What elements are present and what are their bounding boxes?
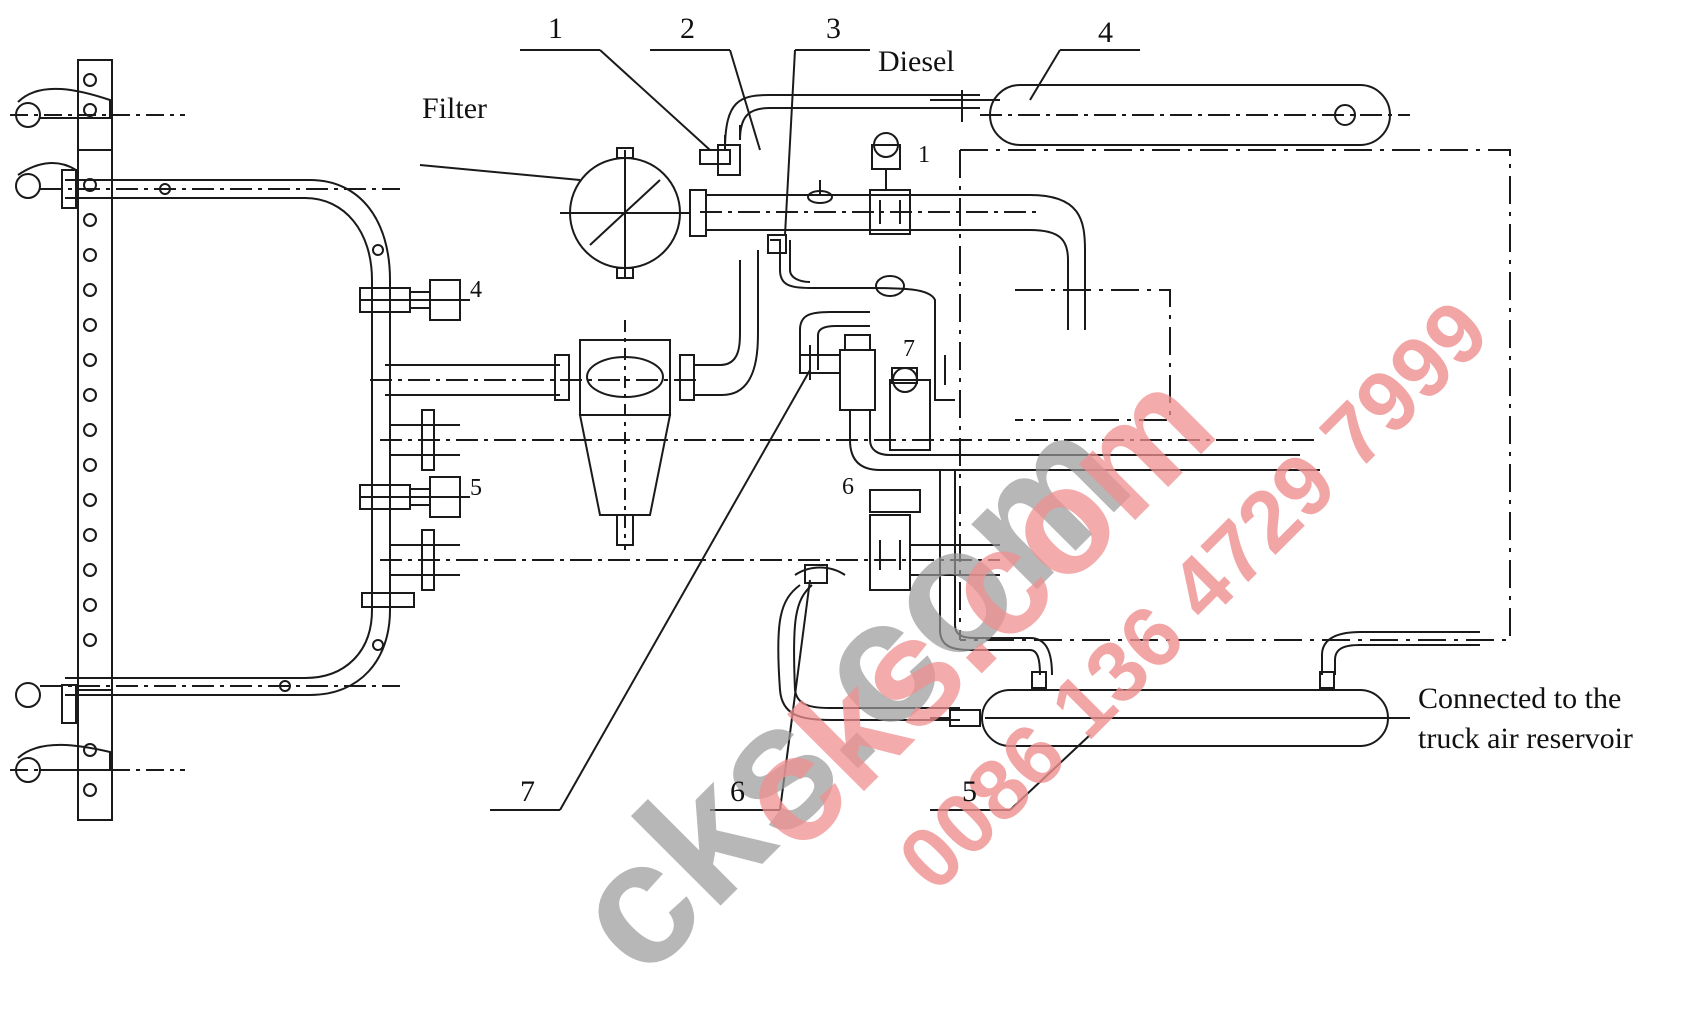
label-connected-line1: Connected to the: [1418, 682, 1622, 715]
air-line: [767, 234, 955, 401]
callout-3: 3: [826, 12, 841, 45]
callout-6: 6: [730, 775, 745, 808]
dashed-enclosure: [959, 149, 1511, 641]
hinge-bracket-bottom: [10, 682, 185, 783]
callout-1: 1: [548, 12, 563, 45]
u-pipe-left: [40, 169, 415, 724]
valve-label-4: 4: [470, 277, 482, 303]
diesel-tank-4: [980, 84, 1410, 146]
callout-2: 2: [680, 12, 695, 45]
pipeline-schematic: [10, 49, 1511, 821]
frame-rack: [77, 59, 113, 821]
air-reservoir-5: [930, 689, 1410, 747]
label-diesel: Diesel: [878, 45, 955, 78]
valve-label-7: 7: [903, 336, 915, 362]
label-filter: Filter: [422, 92, 487, 125]
callout-4: 4: [1098, 16, 1113, 49]
callout-7: 7: [520, 775, 535, 808]
primary-filter: [419, 147, 707, 279]
valve-4: [359, 279, 470, 321]
label-connected-line2: truck air reservoir: [1418, 722, 1633, 755]
hinge-bracket-top: [10, 87, 185, 199]
callout-5: 5: [962, 775, 977, 808]
tank-4-feed: [699, 90, 1000, 176]
reservoir-5-feed: [939, 470, 1480, 689]
schematic-stage: cks.com cks.com 0086 136 4729 7999 Filte…: [10, 12, 1633, 1010]
valve-label-1: 1: [918, 142, 930, 168]
valve-7: [839, 334, 1320, 471]
valve-label-5: 5: [470, 475, 482, 501]
valve-5: [359, 476, 470, 518]
diesel-line: [700, 132, 1086, 330]
valve-label-6: 6: [842, 474, 854, 500]
cyclone-strainer: [554, 250, 759, 550]
callout-leaders: [490, 49, 1140, 811]
valve-6: [777, 489, 1000, 721]
